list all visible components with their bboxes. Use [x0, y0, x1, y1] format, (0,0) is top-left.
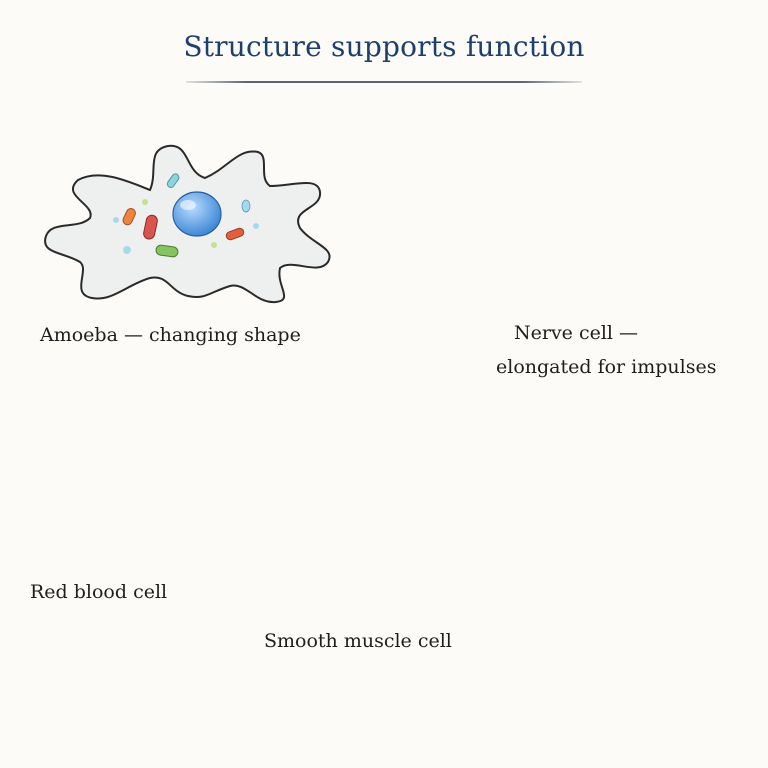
- amoeba-vacuole: [225, 227, 245, 241]
- rbc-label: Red blood cell: [30, 581, 168, 603]
- amoeba-vacuole: [122, 208, 136, 226]
- amoeba-label: Amoeba — changing shape: [40, 324, 301, 346]
- amoeba-vacuole: [143, 214, 158, 240]
- amoeba-nucleus: [172, 191, 222, 237]
- title-divider: [186, 81, 582, 83]
- page-title: Structure supports function: [183, 30, 585, 63]
- amoeba-illustration: [44, 144, 331, 304]
- amoeba-vacuole: [166, 173, 180, 188]
- nerve-cell-label-line1: Nerve cell —: [514, 322, 639, 344]
- amoeba-vacuole: [155, 244, 179, 258]
- nerve-cell-label-line2: elongated for impulses: [496, 356, 717, 378]
- muscle-label: Smooth muscle cell: [264, 630, 452, 652]
